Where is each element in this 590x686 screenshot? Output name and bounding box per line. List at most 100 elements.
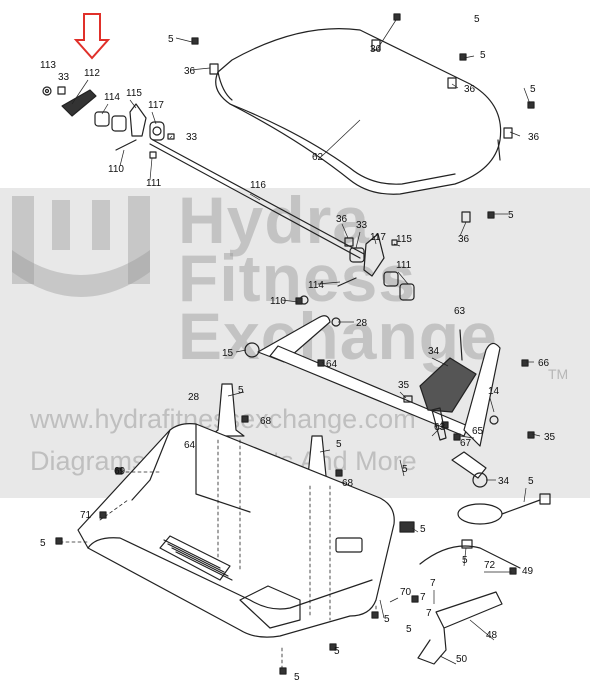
part-label: 116 [250, 180, 266, 191]
part-label: 68 [260, 416, 272, 427]
part-label: 117 [370, 232, 386, 243]
leader-line [463, 547, 467, 567]
part-label: 35 [398, 380, 410, 391]
part-label: 115 [396, 234, 412, 245]
part-label: 5 [40, 538, 46, 549]
part-label: 7 [430, 578, 436, 589]
leader-line [459, 435, 475, 439]
part-label: 114 [308, 280, 324, 291]
part-label: 114 [104, 92, 120, 103]
part-label: 5 [530, 84, 536, 95]
leader-line [281, 299, 299, 303]
leader-line [509, 131, 521, 137]
part-label: 36 [336, 214, 348, 225]
upright-bracket-left [209, 383, 245, 437]
leader-line [227, 391, 245, 397]
highlight-arrow-icon [73, 13, 111, 60]
part-label: 7 [426, 608, 432, 619]
motor-hood [215, 28, 502, 195]
part-label: 115 [126, 88, 142, 99]
part-label: 5 [238, 385, 244, 396]
part-label: 49 [522, 566, 534, 577]
leader-line [317, 281, 341, 285]
part-label: 5 [420, 524, 426, 535]
part-label: 5 [528, 476, 534, 487]
part-label: 36 [458, 234, 470, 245]
leader-line [319, 449, 331, 453]
part-label: 36 [184, 66, 196, 77]
part-label: 5 [336, 439, 342, 450]
part-label: 68 [342, 478, 354, 489]
incline-motor [403, 329, 477, 441]
watermark-logo-icon [12, 196, 150, 297]
part-label: 14 [488, 386, 500, 397]
base-pan [77, 423, 395, 638]
part-label: 72 [484, 560, 496, 571]
part-label: 66 [538, 358, 550, 369]
part-label: 33 [186, 132, 198, 143]
power-cord [457, 493, 551, 525]
leader-line [411, 527, 419, 533]
leader-line [151, 111, 157, 125]
part-label: 5 [406, 624, 412, 635]
cover-plate [417, 591, 503, 665]
leader-line [341, 223, 349, 239]
part-label: 48 [486, 630, 498, 641]
part-label: 112 [84, 68, 100, 79]
leader-line [389, 597, 399, 603]
part-label: 64 [326, 359, 338, 370]
leader-line [459, 221, 467, 237]
leader-line [431, 357, 449, 367]
part-label: 36 [370, 44, 382, 55]
upright-pivot-parts [42, 86, 175, 159]
fasteners [55, 13, 535, 675]
leader-line [489, 397, 495, 413]
part-label: 5 [168, 34, 174, 45]
right-pivot-parts [337, 233, 415, 301]
leader-lines [71, 19, 541, 665]
part-label: 111 [146, 178, 162, 189]
watermark-line1: Hydra [178, 183, 371, 257]
part-label: 33 [356, 220, 368, 231]
part-label: 62 [312, 152, 324, 163]
part-label: 7 [420, 592, 426, 603]
part-label: 111 [396, 260, 412, 271]
part-label: 34 [498, 476, 510, 487]
part-label: 5 [402, 464, 408, 475]
part-label: 69 [114, 466, 126, 477]
wire-harness [399, 521, 521, 569]
part-label: 28 [188, 392, 200, 403]
leader-line [71, 79, 89, 105]
leader-line [149, 157, 153, 181]
part-label: 5 [508, 210, 514, 221]
part-label: 36 [528, 132, 540, 143]
part-label: 36 [464, 84, 476, 95]
leader-line [431, 427, 441, 437]
leader-line [129, 99, 137, 109]
leader-line [463, 55, 475, 59]
leader-line [189, 67, 211, 71]
leader-line [399, 459, 405, 477]
leader-line [469, 619, 495, 641]
part-label: 5 [480, 50, 486, 61]
part-label: 5 [384, 614, 390, 625]
leader-line [235, 349, 247, 353]
leader-line [531, 433, 541, 437]
part-label: 110 [108, 164, 124, 175]
part-label: 35 [544, 432, 556, 443]
leader-line [321, 119, 361, 157]
leader-line [119, 149, 125, 167]
part-label: 15 [222, 348, 234, 359]
leader-line [101, 103, 109, 115]
part-label: 70 [400, 587, 412, 598]
leader-line [355, 231, 361, 249]
part-label: 63 [454, 306, 466, 317]
part-label: 67 [460, 438, 472, 449]
part-label: 63 [434, 422, 446, 433]
leader-line [175, 37, 193, 43]
watermark-tm: TM [548, 366, 569, 382]
part-label: 5 [334, 646, 340, 657]
